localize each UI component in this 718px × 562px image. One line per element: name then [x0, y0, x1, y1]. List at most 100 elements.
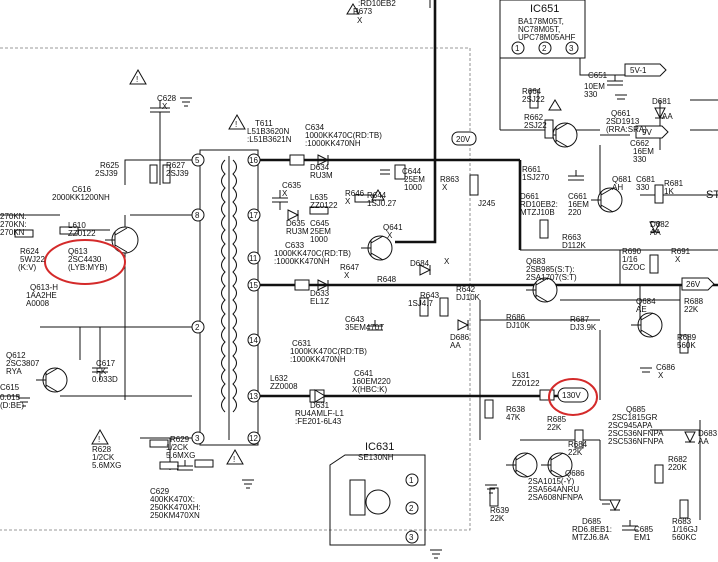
svg-text:2SA564ANRU: 2SA564ANRU — [528, 485, 579, 494]
svg-text:R624: R624 — [20, 247, 40, 256]
svg-text:C633: C633 — [285, 241, 305, 250]
svg-text:1000: 1000 — [404, 183, 422, 192]
svg-text:250KM470XN: 250KM470XN — [150, 511, 200, 520]
svg-text:(K:V): (K:V) — [18, 263, 37, 272]
svg-text:GZOC: GZOC — [622, 263, 645, 272]
svg-text:R689: R689 — [677, 333, 697, 342]
svg-text:UPC78M05AHF: UPC78M05AHF — [518, 33, 575, 42]
svg-text:2SC945APA: 2SC945APA — [608, 421, 653, 430]
svg-text:R686: R686 — [506, 313, 526, 322]
svg-text:C686: C686 — [656, 363, 676, 372]
svg-text:R639: R639 — [490, 506, 510, 515]
svg-text:1SJ4.7: 1SJ4.7 — [408, 299, 433, 308]
svg-text:0.015: 0.015 — [0, 393, 21, 402]
svg-text:2: 2 — [409, 504, 414, 513]
svg-text:ZZ0122: ZZ0122 — [310, 201, 338, 210]
svg-text:RU3M: RU3M — [286, 227, 309, 236]
passive-components — [14, 75, 696, 531]
svg-text:C644: C644 — [402, 167, 422, 176]
svg-text::1000KK470NH: :1000KK470NH — [274, 257, 330, 266]
svg-text:T611: T611 — [255, 119, 273, 128]
svg-text:L635: L635 — [310, 193, 328, 202]
svg-text:X: X — [387, 231, 393, 240]
svg-text:L632: L632 — [270, 374, 288, 383]
svg-text:L631: L631 — [512, 371, 530, 380]
svg-text:C631: C631 — [292, 339, 312, 348]
svg-text:11: 11 — [249, 254, 258, 263]
svg-text:D684: D684 — [410, 259, 430, 268]
transformer-pins: 5 8 2 3 16 17 11 15 14 13 12 — [191, 153, 261, 445]
svg-text:MTZJ6.8A: MTZJ6.8A — [572, 533, 610, 542]
svg-text:X: X — [345, 197, 351, 206]
svg-text:X: X — [162, 102, 168, 111]
svg-text:1000: 1000 — [310, 235, 328, 244]
svg-text::FE201-6L43: :FE201-6L43 — [295, 417, 342, 426]
ic651-regulator: 1 2 3 — [499, 0, 586, 59]
svg-text:(LYB:MYB): (LYB:MYB) — [68, 263, 108, 272]
svg-text:R662: R662 — [524, 113, 544, 122]
svg-text:270KN:: 270KN: — [0, 220, 27, 229]
ic631-device: 1 2 3 — [329, 454, 426, 546]
svg-text:R628: R628 — [92, 445, 112, 454]
svg-text:2SJ39: 2SJ39 — [166, 169, 189, 178]
highlight-ellipse-q613 — [44, 239, 126, 285]
svg-text:2: 2 — [195, 323, 200, 332]
svg-text:D682: D682 — [650, 220, 670, 229]
svg-text:D685: D685 — [582, 517, 602, 526]
svg-text::1000KK470NH: :1000KK470NH — [305, 139, 361, 148]
svg-text:!: ! — [136, 75, 138, 84]
svg-text:DJ10K: DJ10K — [456, 293, 481, 302]
svg-text:D683: D683 — [698, 429, 718, 438]
svg-text:5WJ22: 5WJ22 — [20, 255, 45, 264]
svg-text:14: 14 — [249, 336, 258, 345]
transistor-q681 — [591, 187, 623, 213]
svg-text:560K: 560K — [677, 341, 696, 350]
svg-text:D681: D681 — [652, 97, 672, 106]
svg-text:AA: AA — [650, 228, 661, 237]
svg-text:R629: R629 — [170, 435, 190, 444]
svg-text:1/2CK: 1/2CK — [92, 453, 115, 462]
svg-text::RD10EB2: :RD10EB2 — [358, 0, 396, 8]
svg-text:R627: R627 — [166, 161, 186, 170]
svg-text:C661: C661 — [568, 192, 588, 201]
svg-text:L610: L610 — [68, 221, 86, 230]
svg-text:220K: 220K — [668, 463, 687, 472]
svg-text:2SB985(S:T):: 2SB985(S:T): — [526, 265, 574, 274]
svg-text:!: ! — [233, 455, 235, 464]
svg-text:R643: R643 — [420, 291, 440, 300]
svg-text:RD6.8EB1:: RD6.8EB1: — [572, 525, 612, 534]
svg-text:DJ3.9K: DJ3.9K — [570, 323, 597, 332]
svg-text:1/16GJ: 1/16GJ — [672, 525, 698, 534]
svg-text:FK: FK — [96, 367, 107, 376]
svg-text:220: 220 — [568, 208, 582, 217]
svg-text:AE: AE — [636, 305, 647, 314]
svg-text:R688: R688 — [684, 297, 704, 306]
svg-text:2SA1015(-Y): 2SA1015(-Y) — [528, 477, 575, 486]
svg-text:R691: R691 — [671, 247, 691, 256]
svg-text:R684: R684 — [568, 440, 588, 449]
svg-text:R638: R638 — [506, 405, 526, 414]
svg-text:1000KK470C(RD:TB): 1000KK470C(RD:TB) — [290, 347, 367, 356]
svg-text:R661: R661 — [522, 165, 542, 174]
svg-text:X: X — [675, 255, 681, 264]
svg-text:330: 330 — [633, 155, 647, 164]
svg-text:R683: R683 — [672, 517, 692, 526]
svg-text:C685: C685 — [634, 525, 654, 534]
svg-text:MTZJ10B: MTZJ10B — [520, 208, 555, 217]
svg-text:1000KK470C(RD:TB): 1000KK470C(RD:TB) — [274, 249, 351, 258]
svg-text:X: X — [658, 371, 664, 380]
svg-text:16EM: 16EM — [633, 147, 654, 156]
svg-text:Q613: Q613 — [68, 247, 88, 256]
svg-text:C634: C634 — [305, 123, 325, 132]
voltage-tags: 5V-1 9V 20V 26V 130V — [451, 63, 715, 403]
svg-text:C628: C628 — [157, 94, 177, 103]
svg-text:560KC: 560KC — [672, 533, 697, 542]
voltage-tag-130v: 130V — [562, 391, 581, 400]
svg-text:C645: C645 — [310, 219, 330, 228]
transistor-q612 — [36, 367, 68, 393]
svg-text:1: 1 — [515, 44, 520, 53]
svg-text:2SA608NFNPA: 2SA608NFNPA — [528, 493, 584, 502]
svg-text:250KK470XH:: 250KK470XH: — [150, 503, 201, 512]
svg-text:3: 3 — [195, 434, 200, 443]
transistor-q613 — [105, 226, 139, 254]
